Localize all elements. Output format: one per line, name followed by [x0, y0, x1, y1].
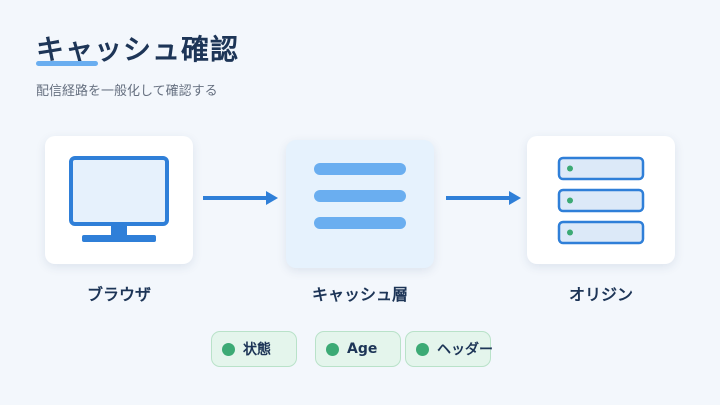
node-browser-label: ブラウザ [86, 285, 151, 304]
layers-icon [314, 163, 406, 229]
chip-label: ヘッダー [437, 342, 493, 358]
arrow-cache-to-origin [446, 191, 521, 205]
title-underline [36, 61, 98, 66]
server-icon [557, 156, 645, 245]
chip-label: 状態 [243, 342, 271, 358]
page-subtitle: 配信経路を一般化して確認する [36, 84, 218, 99]
status-dot-icon [416, 342, 429, 356]
node-origin [527, 136, 675, 264]
node-cache [286, 140, 434, 268]
chip-status: 状態 [211, 331, 297, 367]
monitor-icon [69, 156, 169, 242]
chip-header: ヘッダー [405, 331, 493, 367]
status-dot-icon [222, 342, 235, 356]
chip-label: Age [347, 341, 378, 357]
node-origin-label: オリジン [568, 285, 633, 304]
status-dot-icon [326, 342, 339, 356]
node-cache-label: キャッシュ層 [311, 285, 408, 304]
chip-age: Age [315, 331, 401, 367]
node-browser [45, 136, 193, 264]
arrow-browser-to-cache [203, 191, 278, 205]
page-title: キャッシュ確認 [36, 33, 240, 66]
